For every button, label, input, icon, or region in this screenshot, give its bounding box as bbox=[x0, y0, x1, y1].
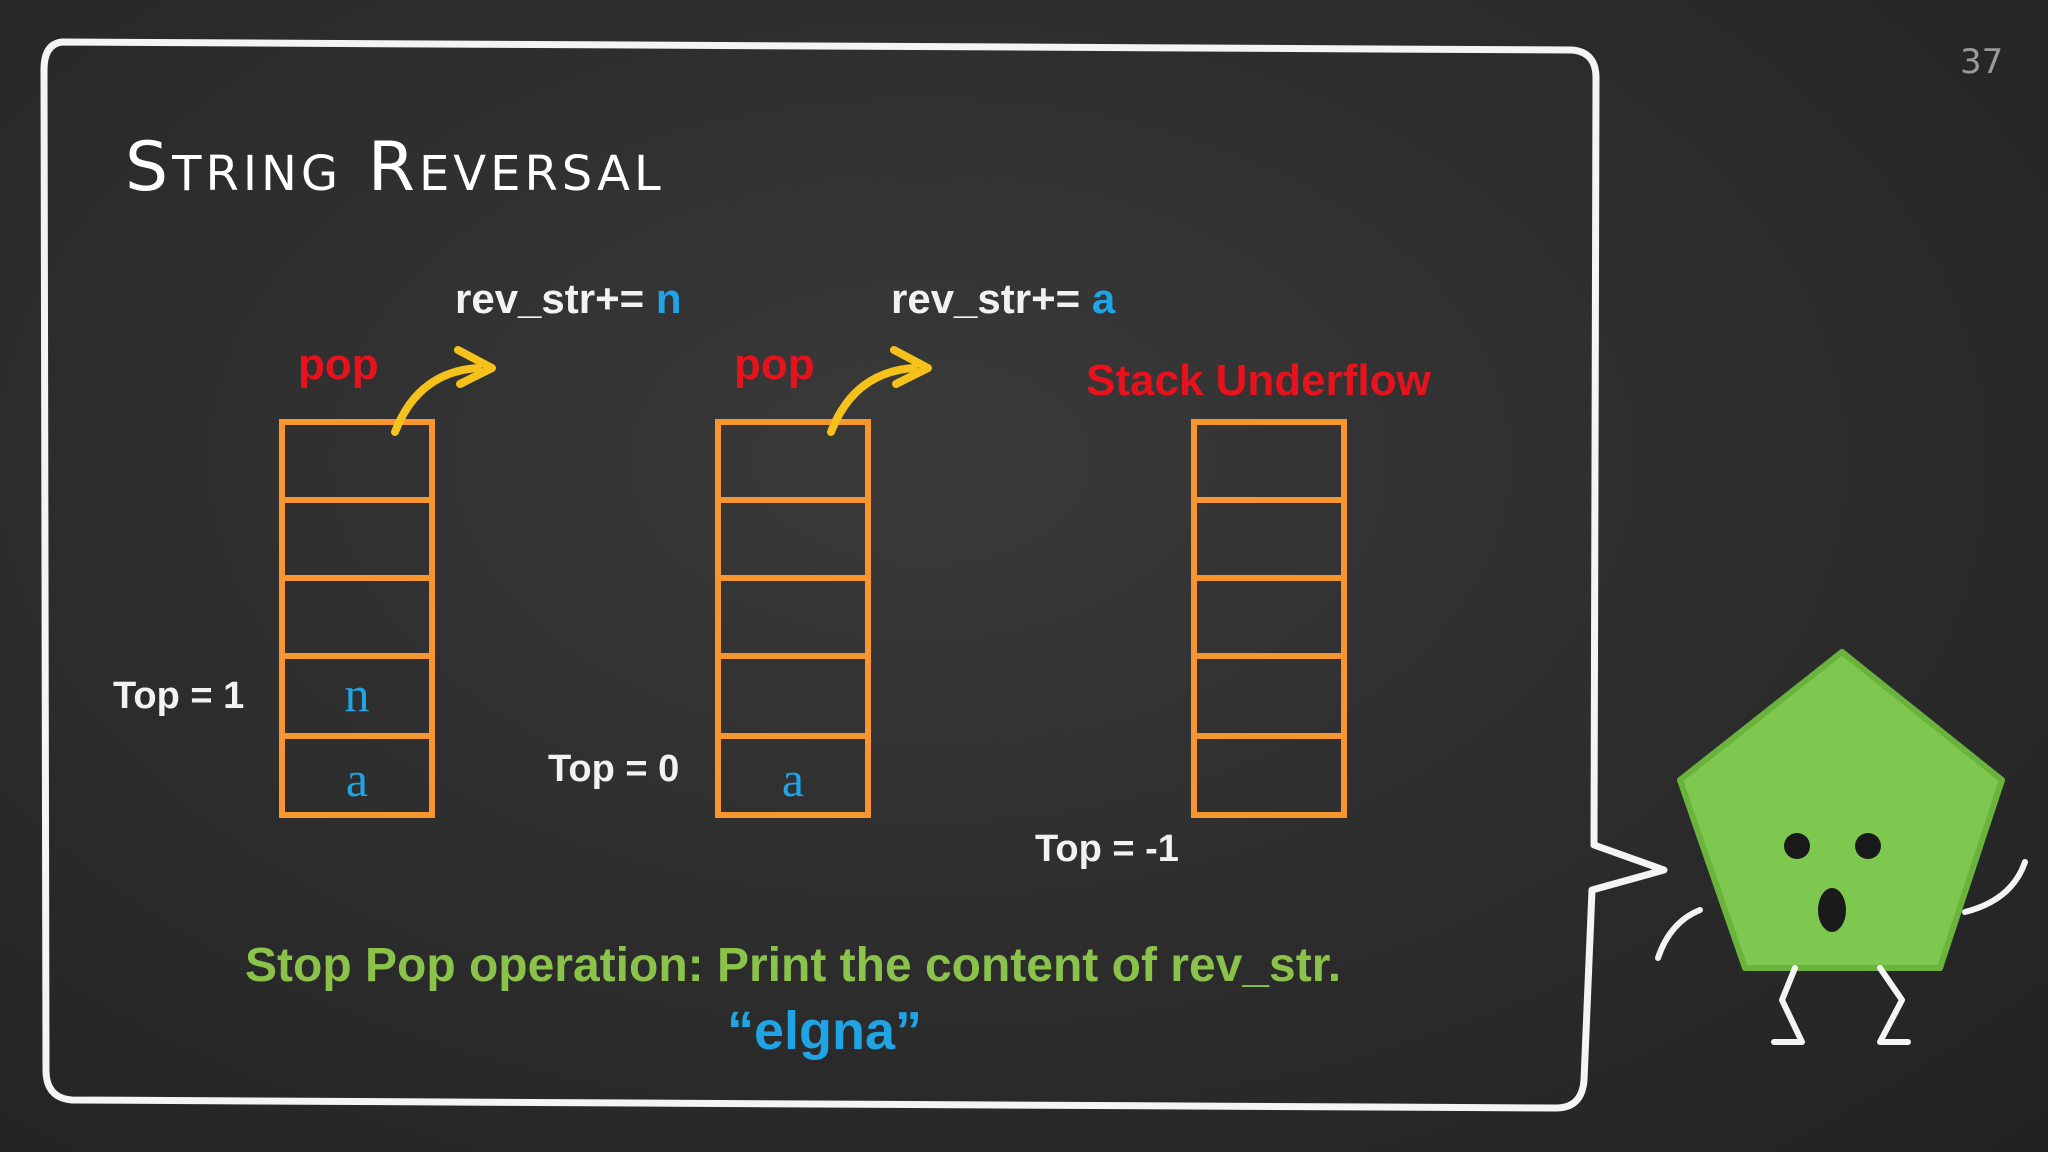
instruction-message: Stop Pop operation: Print the content of… bbox=[245, 939, 1342, 992]
result-string: “elgna” bbox=[727, 1001, 923, 1061]
top-label: Top = -1 bbox=[1035, 828, 1179, 870]
stack-1 bbox=[279, 419, 435, 818]
speech-bubble-frame bbox=[40, 38, 1668, 1112]
rev-str-expression: rev_str+= n bbox=[455, 275, 682, 323]
curved-arrow-icon bbox=[391, 346, 496, 436]
surprised-pentagon-mascot-icon bbox=[1655, 649, 2028, 1045]
expression-char: n bbox=[655, 275, 682, 322]
stack-3 bbox=[1191, 419, 1347, 818]
stack-underflow-label: Stack Underflow bbox=[1086, 356, 1431, 405]
top-label: Top = 0 bbox=[548, 748, 680, 790]
stack-2 bbox=[715, 419, 871, 818]
curved-arrow-icon bbox=[827, 346, 932, 436]
pop-label: pop bbox=[298, 340, 379, 389]
page-number: 37 bbox=[1960, 42, 2004, 82]
stack-cell: a bbox=[345, 751, 369, 807]
expression-prefix: rev_str+= bbox=[891, 275, 1081, 322]
stack-cell: a bbox=[781, 751, 805, 807]
rev-str-expression: rev_str+= a bbox=[891, 275, 1115, 323]
top-label: Top = 1 bbox=[113, 675, 245, 717]
stack-cell: n bbox=[344, 666, 370, 722]
expression-char: a bbox=[1091, 275, 1116, 322]
pop-label: pop bbox=[734, 340, 815, 389]
slide-title: String Reversal bbox=[125, 128, 665, 207]
expression-prefix: rev_str+= bbox=[455, 275, 645, 322]
